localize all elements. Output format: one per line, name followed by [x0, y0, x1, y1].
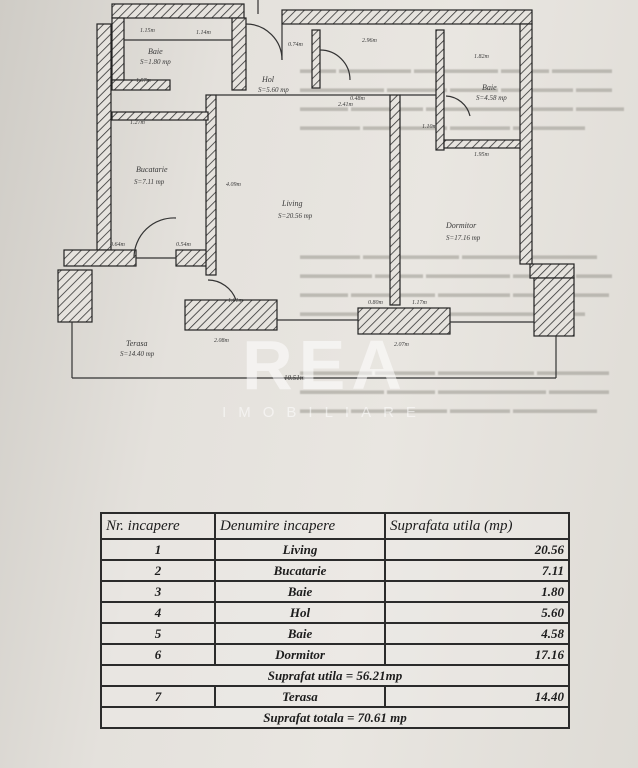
svg-text:1.15m: 1.15m [140, 28, 156, 34]
room-label-bath-2: Baie [482, 83, 497, 92]
room-area-kitchen: S=7.11 mp [134, 178, 165, 186]
svg-text:0.74m: 0.74m [288, 41, 304, 48]
table-row: 4 Hol 5.60 [100, 601, 570, 624]
total-area: Suprafat totala = 70.61 mp [100, 706, 570, 729]
room-label-living: Living [281, 199, 302, 208]
interior-lines [71, 0, 557, 379]
svg-text:1.17m: 1.17m [412, 300, 428, 306]
watermark-logo: REA [242, 326, 408, 404]
svg-text:0.48m: 0.48m [350, 95, 366, 102]
room-labels: Baie S=1.80 mp Hol S=5.60 mp Baie S=4.58… [120, 47, 507, 358]
table-row: 1 Living 20.56 [100, 538, 570, 561]
walls [57, 3, 575, 337]
room-area-bedroom: S=17.16 mp [446, 234, 481, 242]
svg-text:1.95m: 1.95m [474, 152, 490, 158]
usable-area-subtotal: Suprafat utila = 56.21mp [100, 664, 570, 687]
svg-text:0.54m: 0.54m [176, 241, 192, 248]
svg-text:1.27m: 1.27m [130, 120, 146, 126]
svg-text:1.82m: 1.82m [474, 54, 490, 60]
room-area-living: S=20.56 mp [278, 212, 313, 220]
svg-text:1.10m: 1.10m [422, 124, 438, 130]
table-row: 2 Bucatarie 7.11 [100, 559, 570, 582]
header-room-number: Nr. incapere [100, 512, 216, 540]
header-usable-area: Suprafata utila (mp) [384, 512, 570, 540]
dimension-labels: 1.15m 1.14m 0.74m 2.96m 1.82m 1.57m 1.27… [110, 28, 490, 382]
svg-text:0.80m: 0.80m [368, 300, 384, 306]
room-label-bath-1: Baie [148, 47, 163, 56]
svg-text:10.51m: 10.51m [284, 374, 305, 382]
svg-text:2.07m: 2.07m [394, 342, 410, 348]
watermark-subtitle: IMOBILIARE [222, 404, 428, 421]
room-label-kitchen: Bucatarie [136, 165, 168, 174]
room-area-table: Nr. incapere Denumire incapere Suprafata… [100, 512, 570, 729]
svg-text:4.09m: 4.09m [226, 181, 242, 188]
room-label-terrace: Terasa [126, 339, 148, 348]
svg-text:1.01m: 1.01m [228, 298, 244, 304]
svg-text:0.64m: 0.64m [110, 241, 126, 248]
svg-text:1.57m: 1.57m [136, 78, 152, 84]
room-area-hall: S=5.60 mp [258, 86, 289, 94]
table-row: 6 Dormitor 17.16 [100, 643, 570, 666]
svg-text:1.14m: 1.14m [196, 29, 212, 36]
room-label-hall: Hol [261, 75, 275, 84]
room-area-bath-1: S=1.80 mp [140, 58, 171, 66]
room-label-bedroom: Dormitor [445, 221, 477, 230]
table-row: 3 Baie 1.80 [100, 580, 570, 603]
svg-text:2.41m: 2.41m [338, 101, 354, 108]
room-area-bath-2: S=4.58 mp [476, 94, 507, 102]
room-area-terrace: S=14.40 mp [120, 350, 155, 358]
total-row: Suprafat totala = 70.61 mp [100, 706, 570, 729]
header-room-name: Denumire incapere [214, 512, 386, 540]
svg-text:2.96m: 2.96m [362, 38, 378, 44]
table-row: 5 Baie 4.58 [100, 622, 570, 645]
table-row: 7 Terasa 14.40 [100, 685, 570, 708]
subtotal-row: Suprafat utila = 56.21mp [100, 664, 570, 687]
watermark: REA IMOBILIARE [205, 330, 445, 421]
table-header-row: Nr. incapere Denumire incapere Suprafata… [100, 512, 570, 540]
svg-text:2.08m: 2.08m [214, 338, 230, 344]
